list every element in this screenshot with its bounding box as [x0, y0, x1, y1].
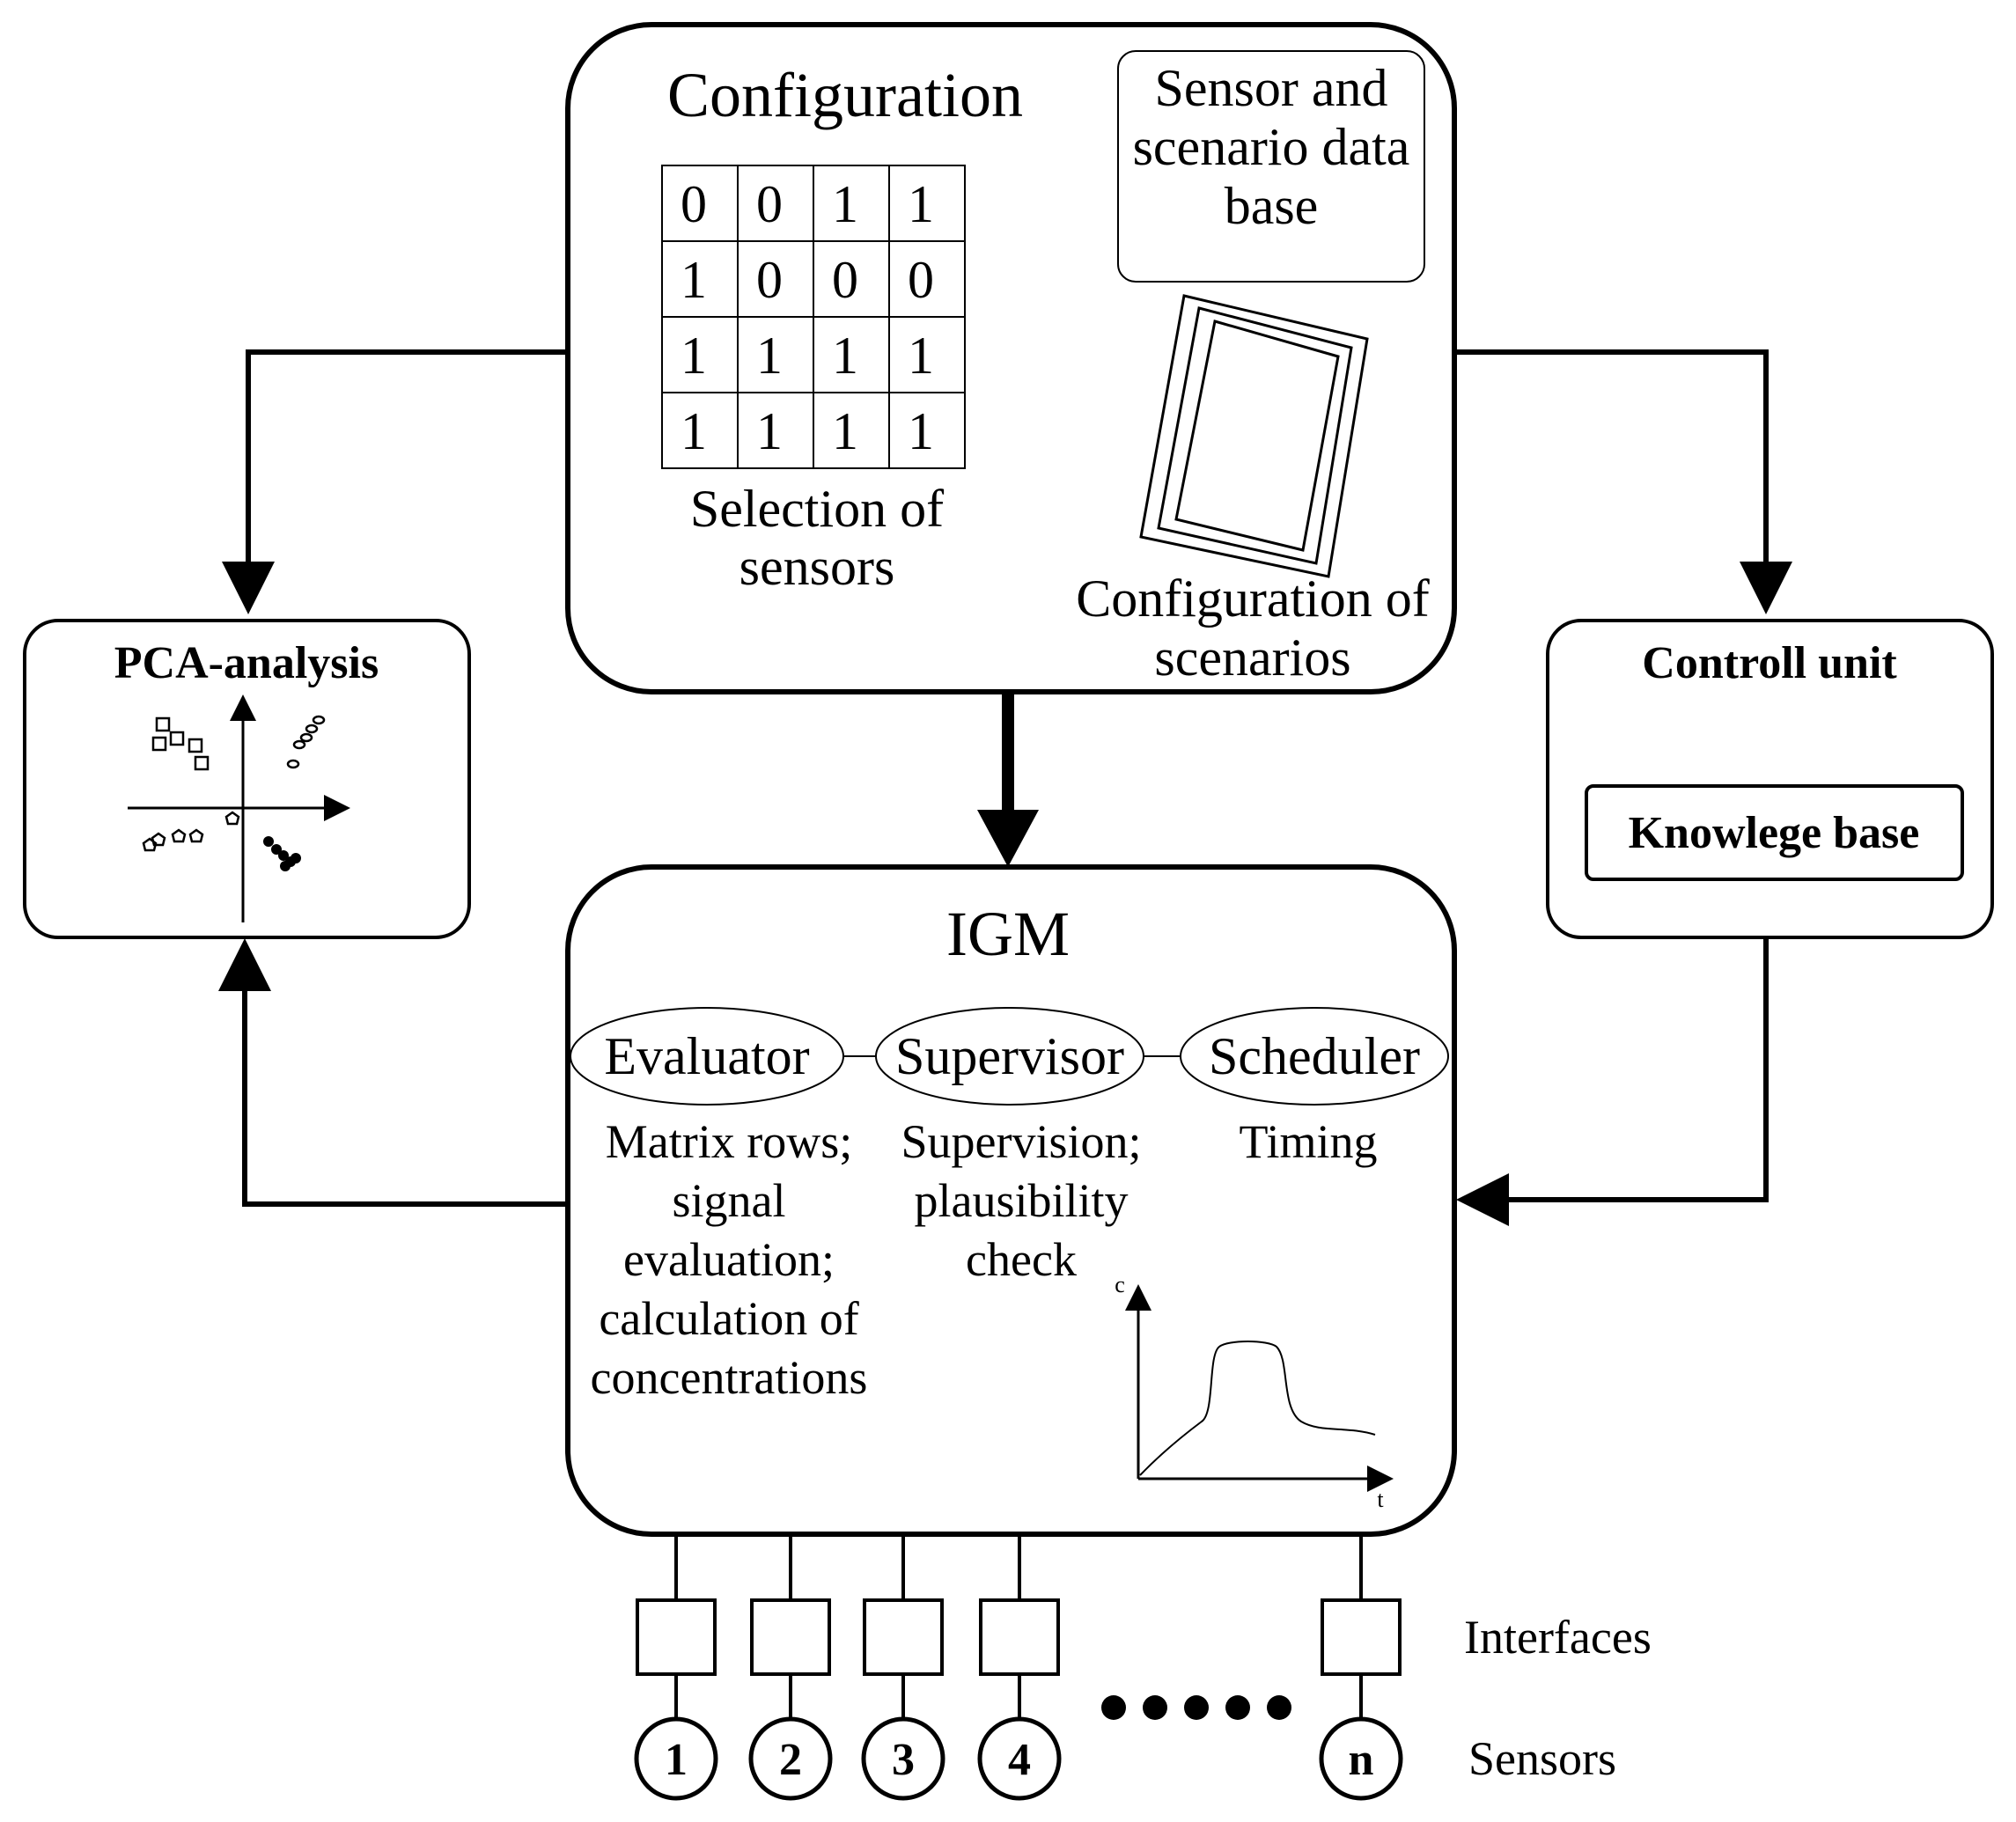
interfaces-label: Interfaces — [1464, 1611, 1652, 1664]
sensor-number: 4 — [1008, 1735, 1031, 1785]
interface-box — [863, 1598, 944, 1676]
arrow-config-to-igm-head — [977, 810, 1039, 867]
evaluator-desc-line-1: Matrix rows; — [606, 1115, 852, 1168]
database-label-line-3: base — [1225, 177, 1319, 235]
pca-analysis-box: PCA-analysis — [23, 619, 471, 939]
scheduler-desc-line-1: Timing — [1239, 1115, 1377, 1168]
matrix-cell: 1 — [681, 251, 707, 309]
pca-cluster-filled — [263, 836, 301, 871]
knowledge-base-label: Knowlege base — [1629, 808, 1920, 858]
sensor-number: 3 — [892, 1735, 915, 1785]
matrix-cell: 0 — [832, 251, 858, 309]
scheduler-label: Scheduler — [1209, 1027, 1420, 1085]
arrow-igm-to-pca — [218, 938, 568, 1207]
matrix-cell: 1 — [756, 327, 783, 385]
stacked-documents-icon — [1139, 294, 1369, 578]
matrix-cell: 1 — [908, 175, 934, 233]
supervisor-desc-line-3: check — [966, 1233, 1077, 1286]
control-unit-box: Controll unit Knowlege base — [1546, 619, 1994, 939]
sensor-number: 1 — [665, 1735, 688, 1785]
scenarios-label-line-2: scenarios — [1154, 628, 1350, 687]
matrix-cell: 0 — [908, 251, 934, 309]
matrix-cell: 1 — [681, 327, 707, 385]
module-supervisor: Supervisor — [875, 1007, 1144, 1106]
matrix-caption-line-2: sensors — [739, 538, 895, 596]
sensor-circle — [748, 1716, 833, 1801]
module-scheduler: Scheduler — [1180, 1007, 1449, 1106]
matrix-cell: 0 — [681, 175, 707, 233]
matrix-cell: 0 — [756, 175, 783, 233]
interfaces-and-sensors: 1 2 3 4 n Interfaces Sensors — [634, 1534, 1652, 1801]
interface-box — [979, 1598, 1060, 1676]
plot-x-label: t — [1377, 1487, 1384, 1512]
matrix-cell: 1 — [681, 402, 707, 460]
concentration-curve — [1139, 1341, 1376, 1476]
igm-title: IGM — [946, 899, 1070, 969]
scenarios-label-line-1: Configuration of — [1076, 569, 1430, 628]
sensor-number: n — [1349, 1735, 1374, 1785]
evaluator-label: Evaluator — [604, 1027, 809, 1085]
pca-cluster-ovals — [286, 715, 326, 769]
matrix-cell: 1 — [908, 327, 934, 385]
sensor-circle — [977, 1716, 1062, 1801]
supervisor-desc-line-2: plausibility — [915, 1174, 1129, 1227]
evaluator-desc-line-5: concentrations — [591, 1351, 868, 1404]
pca-scatter-plot — [128, 694, 350, 922]
arrow-config-to-pca — [222, 349, 568, 614]
evaluator-desc-line-3: evaluation; — [623, 1233, 835, 1286]
knowledge-base-box — [1585, 784, 1964, 881]
sensor-circle — [634, 1716, 718, 1801]
matrix-cell: 1 — [832, 327, 858, 385]
igm-box: IGM Evaluator Supervisor Scheduler Matri… — [565, 864, 1457, 1537]
matrix-caption-line-1: Selection of — [690, 480, 944, 538]
pca-cluster-squares — [151, 716, 210, 771]
connectors — [218, 349, 1792, 1226]
supervisor-label: Supervisor — [895, 1027, 1124, 1085]
matrix-cell: 1 — [756, 402, 783, 460]
concentration-time-plot: c t — [1115, 1272, 1394, 1512]
database-label-line-2: scenario data — [1133, 118, 1410, 176]
plot-y-label: c — [1115, 1272, 1125, 1297]
interface-box — [1321, 1598, 1402, 1676]
sensor-circle — [861, 1716, 945, 1801]
matrix-cell: 1 — [832, 175, 858, 233]
configuration-title: Configuration — [667, 60, 1023, 130]
arrow-config-to-control — [1454, 349, 1792, 614]
sensor-circle — [1319, 1716, 1403, 1801]
database-label-line-1: Sensor and — [1155, 59, 1388, 117]
ellipsis-dots — [1101, 1695, 1291, 1720]
supervisor-desc-line-1: Supervision; — [901, 1115, 1141, 1168]
matrix-cell: 1 — [908, 402, 934, 460]
arrow-control-to-igm — [1456, 937, 1769, 1226]
configuration-box: Configuration 0 0 1 1 1 0 0 0 1 1 1 1 1 … — [565, 22, 1457, 694]
sensor-selection-matrix: 0 0 1 1 1 0 0 0 1 1 1 1 1 1 1 1 — [661, 165, 966, 469]
module-evaluator: Evaluator — [570, 1007, 844, 1106]
interface-box — [750, 1598, 831, 1676]
evaluator-desc-line-2: signal — [673, 1174, 786, 1227]
matrix-cell: 0 — [756, 251, 783, 309]
pca-cluster-pentagons — [142, 811, 240, 852]
sensors-label: Sensors — [1468, 1732, 1616, 1785]
control-unit-title: Controll unit — [1642, 638, 1897, 688]
matrix-cell: 1 — [832, 402, 858, 460]
interface-box — [636, 1598, 717, 1676]
sensor-number: 2 — [779, 1735, 802, 1785]
pca-title: PCA-analysis — [114, 638, 379, 688]
database-box — [1117, 50, 1425, 283]
evaluator-desc-line-4: calculation of — [599, 1292, 858, 1345]
